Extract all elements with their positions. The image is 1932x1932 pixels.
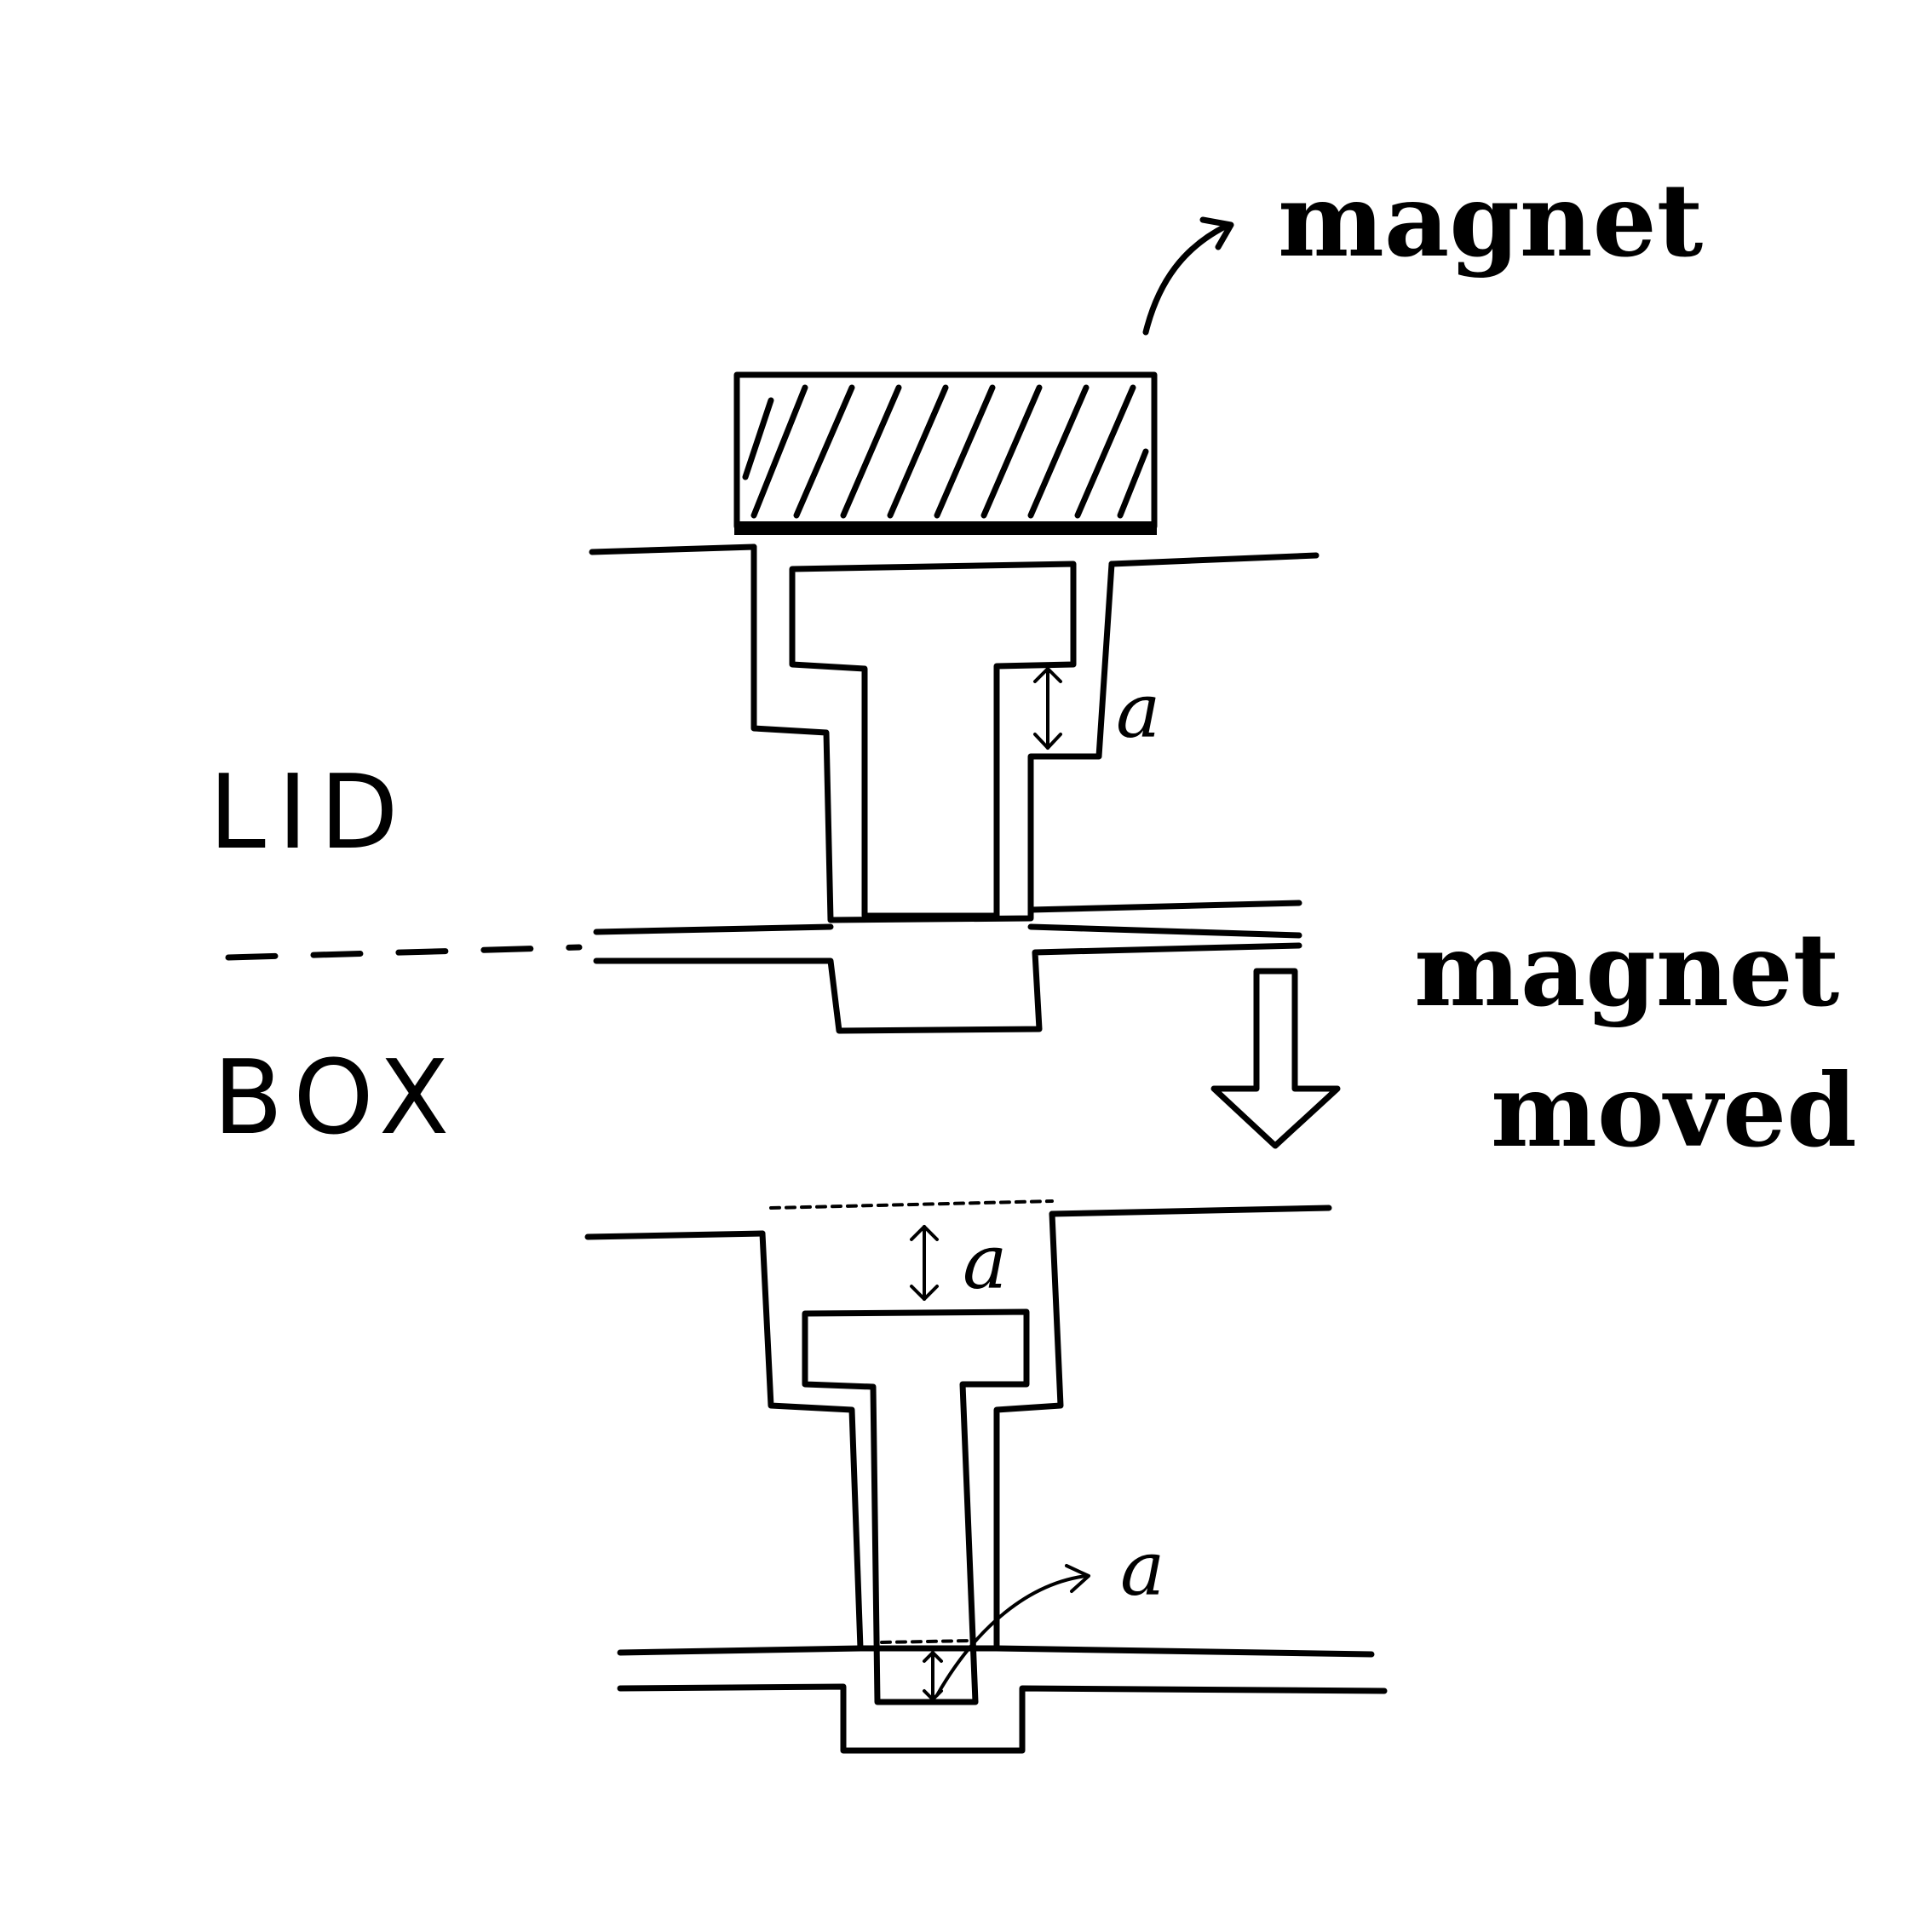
lid-cavity-outline [750, 543, 1115, 923]
magnet-pointer-arrow [1142, 222, 1230, 336]
box-surface-with-socket [593, 942, 1302, 1034]
lid-label: LID [209, 754, 411, 872]
gap-a-mid-label: a [963, 1218, 1007, 1306]
lid-bottom-surface-right2 [1027, 923, 1302, 939]
magnet-hatch [1074, 384, 1136, 519]
transition-label-line1: magnet [1414, 911, 1839, 1029]
lid2-cavity-outline [759, 1210, 1064, 1652]
lid2-top-surface-left [584, 1230, 766, 1240]
t-pin-bottom [802, 1308, 1030, 1705]
magnet-hatch [887, 384, 949, 519]
gap-a-bottom-pointer-arrowhead [1065, 1564, 1090, 1593]
down-arrow-icon [1210, 968, 1341, 1149]
box-label: BOX [213, 1039, 461, 1158]
gap-a-bottom-pointer [935, 1574, 1088, 1697]
lid2-bottom-surface-left [617, 1645, 864, 1656]
magnet-label: magnet [1278, 161, 1703, 279]
lid-top-surface-right [1108, 552, 1320, 567]
gap-a-mid-arrowhead-up [910, 1225, 939, 1241]
magnet-hatch [793, 384, 855, 519]
lid2-top-surface-right [1049, 1205, 1332, 1217]
old-magnet-position-dashed [769, 1199, 1054, 1210]
lid-box-separator [225, 944, 583, 961]
lid-top-surface-left [589, 543, 757, 555]
t-pin-top [789, 561, 1077, 919]
transition-label-line2: moved [1491, 1051, 1857, 1170]
box2-surface-with-socket [617, 1683, 1388, 1754]
lid-bottom-surface-left [593, 923, 834, 935]
state-after: a a [584, 1199, 1388, 1754]
gap-a-top-arrowhead-up [1033, 667, 1062, 683]
magnet-hatch [934, 384, 996, 519]
magnet-hatch [1027, 384, 1090, 519]
gap-a-bottom-label: a [1120, 1525, 1164, 1613]
magnet-block [733, 371, 1158, 535]
gap-a-bottom-arrowhead-up [923, 1651, 943, 1663]
state-before: magnet a [589, 161, 1703, 1034]
magnet-hatch [840, 384, 902, 519]
gap-a-mid-arrowhead-down [910, 1285, 939, 1301]
gap-a-top-arrowhead-down [1033, 733, 1062, 750]
magnet-hatch [980, 384, 1043, 519]
old-pin-bottom-dashed [880, 1639, 973, 1644]
gap-a-top-label: a [1116, 667, 1160, 755]
magnet-base [734, 521, 1157, 535]
magnet-hatch [742, 397, 774, 480]
magnet-hatch [1117, 448, 1149, 519]
lid2-bottom-surface-right [993, 1645, 1375, 1658]
magnet-hatch [750, 384, 808, 519]
lid-bottom-surface-right [1027, 900, 1302, 913]
magnet-pointer-arrowhead [1199, 216, 1234, 250]
